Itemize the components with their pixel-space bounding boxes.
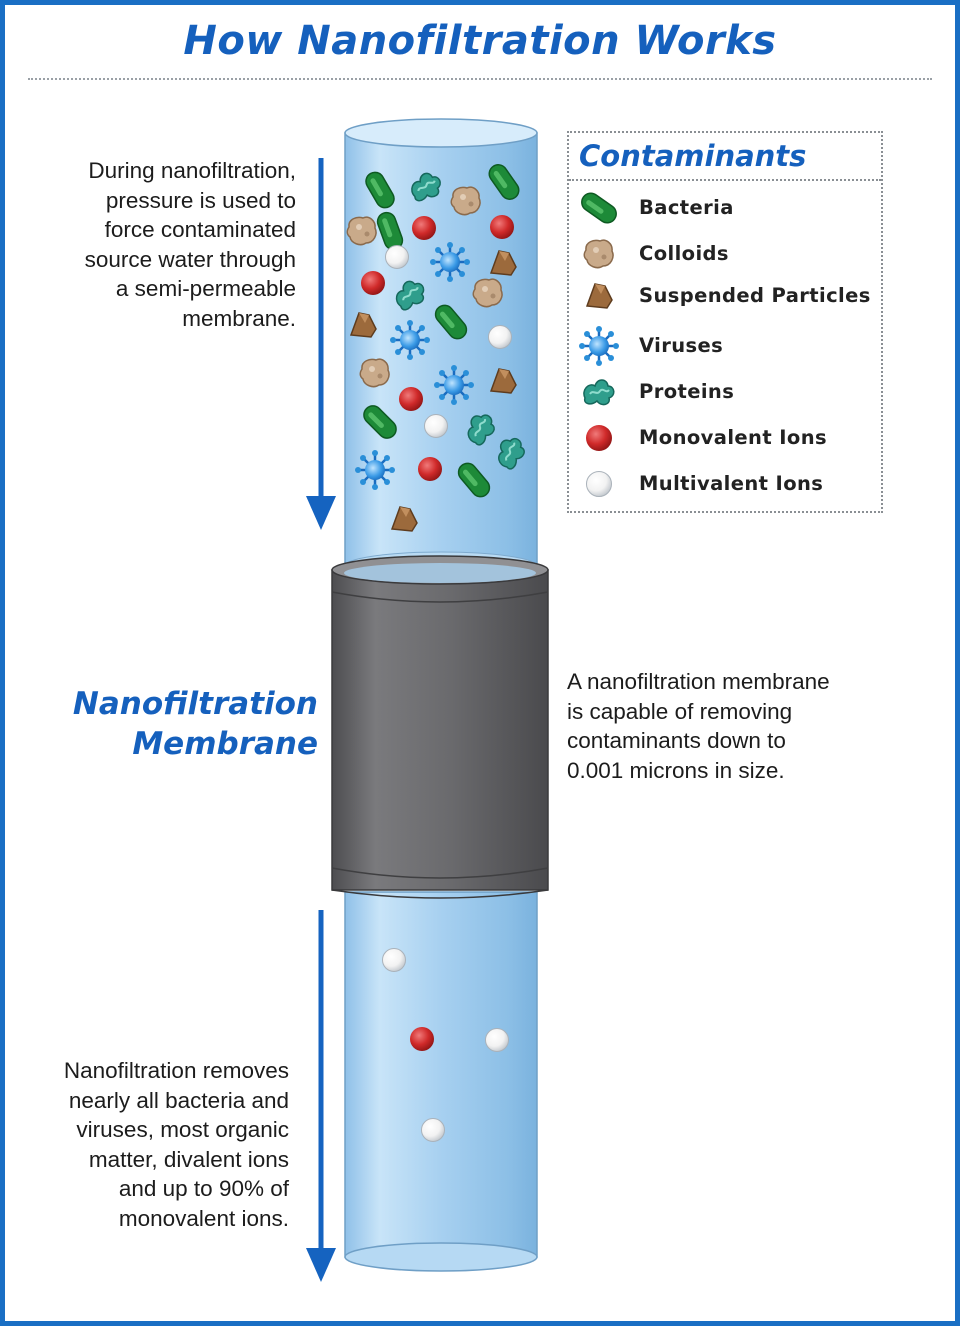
bacteria-icon bbox=[581, 192, 617, 224]
colloid-particle bbox=[472, 278, 503, 308]
removal-description-line: Nanofiltration removes bbox=[63, 1058, 289, 1083]
legend-item-colloids: Colloids bbox=[569, 234, 881, 274]
monovalent-ion-particle bbox=[410, 1027, 434, 1051]
colloid-particle bbox=[346, 216, 377, 246]
virus-particle bbox=[428, 240, 472, 284]
multivalent-ion-particle bbox=[485, 1028, 509, 1052]
legend-title: Contaminants bbox=[579, 139, 807, 173]
legend-item-suspended-particles: Suspended Particles bbox=[569, 276, 881, 316]
monovalent-ion-particle bbox=[418, 457, 442, 481]
virus-icon bbox=[579, 326, 619, 366]
monovalent-ion-particle bbox=[490, 215, 514, 239]
legend-item-viruses: Viruses bbox=[569, 326, 881, 366]
legend-label: Colloids bbox=[639, 242, 729, 265]
upper-water-tube bbox=[344, 118, 538, 581]
page-title: How Nanofiltration Works bbox=[183, 18, 777, 64]
membrane-capability-line: is capable of removing bbox=[567, 698, 793, 724]
lower-water-tube bbox=[344, 891, 538, 1272]
multivalent-ion-particle bbox=[382, 948, 406, 972]
virus-particle bbox=[432, 363, 476, 407]
membrane-label: Nanofiltration Membrane bbox=[30, 684, 318, 764]
membrane-label-line: Membrane bbox=[132, 726, 318, 762]
membrane-label-line: Nanofiltration bbox=[72, 686, 318, 722]
removal-description-line: matter, divalent ions bbox=[88, 1146, 289, 1172]
legend-item-bacteria: Bacteria bbox=[569, 188, 881, 228]
membrane-capability-line: A nanofiltration membrane bbox=[567, 669, 830, 694]
removal-description-line: monovalent ions. bbox=[118, 1205, 289, 1231]
pressure-description-line: membrane. bbox=[182, 305, 296, 331]
legend-divider bbox=[569, 179, 881, 181]
contaminants-legend: Contaminants Bacteria Colloids Suspended… bbox=[567, 131, 883, 513]
protein-icon bbox=[583, 379, 615, 406]
membrane-capability-description: A nanofiltration membrane is capable of … bbox=[567, 667, 897, 785]
pressure-description-line: source water through bbox=[84, 246, 296, 272]
title-divider bbox=[28, 78, 932, 80]
pressure-description-line: a semi-permeable bbox=[115, 276, 296, 301]
multivalent-ion-particle bbox=[385, 245, 409, 269]
legend-item-monovalent-ions: Monovalent Ions bbox=[569, 418, 881, 458]
legend-item-proteins: Proteins bbox=[569, 372, 881, 412]
legend-label: Monovalent Ions bbox=[639, 426, 827, 449]
monovalent-ion-icon bbox=[586, 425, 612, 451]
colloid-icon bbox=[583, 239, 614, 269]
colloid-particle bbox=[359, 358, 390, 388]
multivalent-ion-particle bbox=[421, 1118, 445, 1142]
virus-particle bbox=[353, 448, 397, 492]
removal-description: Nanofiltration removes nearly all bacter… bbox=[14, 1056, 289, 1233]
legend-label: Suspended Particles bbox=[639, 284, 871, 307]
monovalent-ion-particle bbox=[361, 271, 385, 295]
monovalent-ion-particle bbox=[412, 216, 436, 240]
legend-item-multivalent-ions: Multivalent Ions bbox=[569, 464, 881, 504]
virus-particle bbox=[388, 318, 432, 362]
removal-description-line: nearly all bacteria and bbox=[68, 1087, 289, 1113]
legend-label: Bacteria bbox=[639, 196, 734, 219]
flow-arrow-top bbox=[306, 158, 336, 530]
pressure-description-line: force contaminated bbox=[104, 217, 296, 242]
multivalent-ion-particle bbox=[488, 325, 512, 349]
removal-description-line: and up to 90% of bbox=[118, 1176, 289, 1201]
pressure-description: During nanofiltration, pressure is used … bbox=[20, 156, 296, 333]
nanofiltration-membrane bbox=[331, 555, 549, 899]
suspended-particle-icon bbox=[585, 283, 613, 309]
flow-arrow-bottom bbox=[306, 910, 336, 1282]
legend-label: Multivalent Ions bbox=[639, 472, 824, 495]
membrane-capability-line: contaminants down to bbox=[567, 728, 786, 753]
multivalent-ion-particle bbox=[424, 414, 448, 438]
removal-description-line: viruses, most organic bbox=[76, 1117, 289, 1142]
membrane-capability-line: 0.001 microns in size. bbox=[567, 757, 785, 783]
monovalent-ion-particle bbox=[399, 387, 423, 411]
pressure-description-line: During nanofiltration, bbox=[88, 158, 296, 183]
pressure-description-line: pressure is used to bbox=[105, 187, 296, 213]
legend-label: Viruses bbox=[639, 334, 724, 357]
legend-label: Proteins bbox=[639, 380, 735, 403]
multivalent-ion-icon bbox=[586, 471, 612, 497]
colloid-particle bbox=[450, 186, 481, 216]
